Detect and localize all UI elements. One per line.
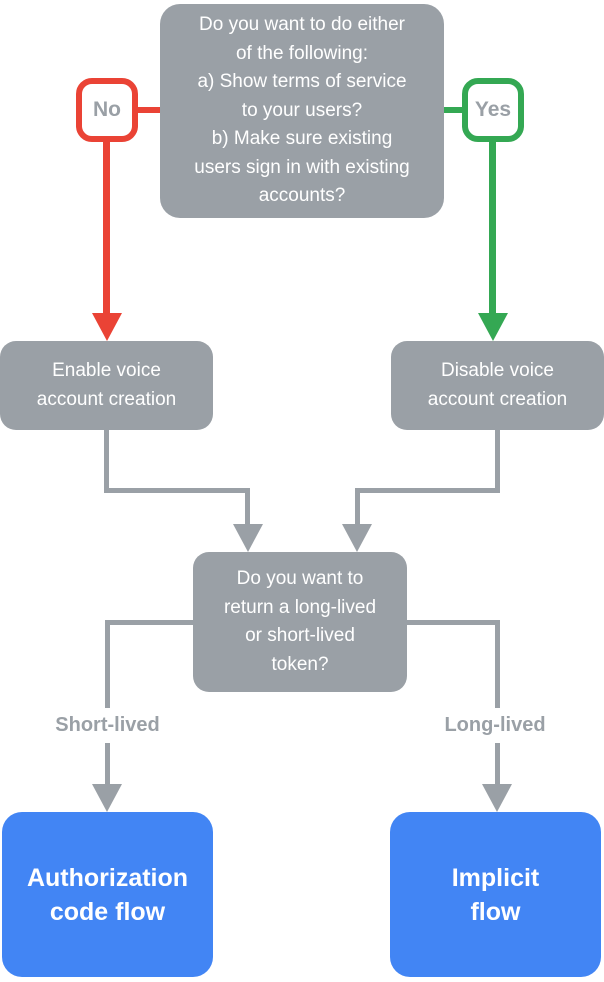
- result-node-implicit-flow: Implicit flow: [390, 812, 601, 977]
- node-enable-voice-account-creation: Enable voice account creation: [0, 341, 213, 430]
- edge-label-long-lived-text: Long-lived: [444, 714, 546, 736]
- arrowhead-down-gray-shortlived-icon: [92, 784, 122, 812]
- answer-badge-yes: Yes: [462, 78, 524, 142]
- answer-badge-yes-label: Yes: [474, 98, 512, 121]
- node-disable-voice-account-creation: Disable voice account creation: [391, 341, 604, 430]
- connector-disable-horizontal: [355, 488, 500, 493]
- decision-node-token-text: Do you want to return a long-lived or sh…: [223, 568, 377, 675]
- decision-node-terms-of-service: Do you want to do either of the followin…: [160, 4, 444, 218]
- edge-label-long-lived: Long-lived: [410, 708, 580, 743]
- arrowhead-down-gray-right-icon: [342, 524, 372, 552]
- connector-disable-drop: [495, 430, 500, 490]
- result-node-implicit-text: Implicit flow: [451, 863, 540, 926]
- result-node-auth-code-text: Authorization code flow: [26, 863, 189, 926]
- connector-no-vertical: [103, 142, 110, 313]
- connector-short-lived-vertical: [105, 620, 110, 786]
- connector-enable-descend: [245, 488, 250, 526]
- connector-no-horizontal: [138, 107, 160, 113]
- arrowhead-down-gray-longlived-icon: [482, 784, 512, 812]
- edge-label-short-lived: Short-lived: [23, 708, 192, 743]
- decision-node-token-lifetime: Do you want to return a long-lived or sh…: [193, 552, 407, 692]
- connector-disable-descend: [355, 488, 360, 526]
- connector-long-lived-horizontal: [407, 620, 500, 625]
- node-enable-text: Enable voice account creation: [36, 360, 177, 410]
- connector-yes-horizontal: [444, 107, 462, 113]
- connector-enable-horizontal: [104, 488, 250, 493]
- arrowhead-down-gray-left-icon: [233, 524, 263, 552]
- connector-long-lived-vertical: [495, 620, 500, 786]
- connector-enable-drop: [104, 430, 109, 490]
- edge-label-short-lived-text: Short-lived: [55, 714, 160, 736]
- connector-short-lived-horizontal: [105, 620, 193, 625]
- answer-badge-no-label: No: [93, 98, 121, 121]
- answer-badge-no: No: [76, 78, 138, 142]
- arrowhead-down-green-icon: [478, 313, 508, 341]
- connector-yes-vertical: [489, 142, 496, 313]
- decision-node-terms-text: Do you want to do either of the followin…: [194, 14, 410, 207]
- arrowhead-down-red-icon: [92, 313, 122, 341]
- result-node-authorization-code-flow: Authorization code flow: [2, 812, 213, 977]
- node-disable-text: Disable voice account creation: [427, 360, 568, 410]
